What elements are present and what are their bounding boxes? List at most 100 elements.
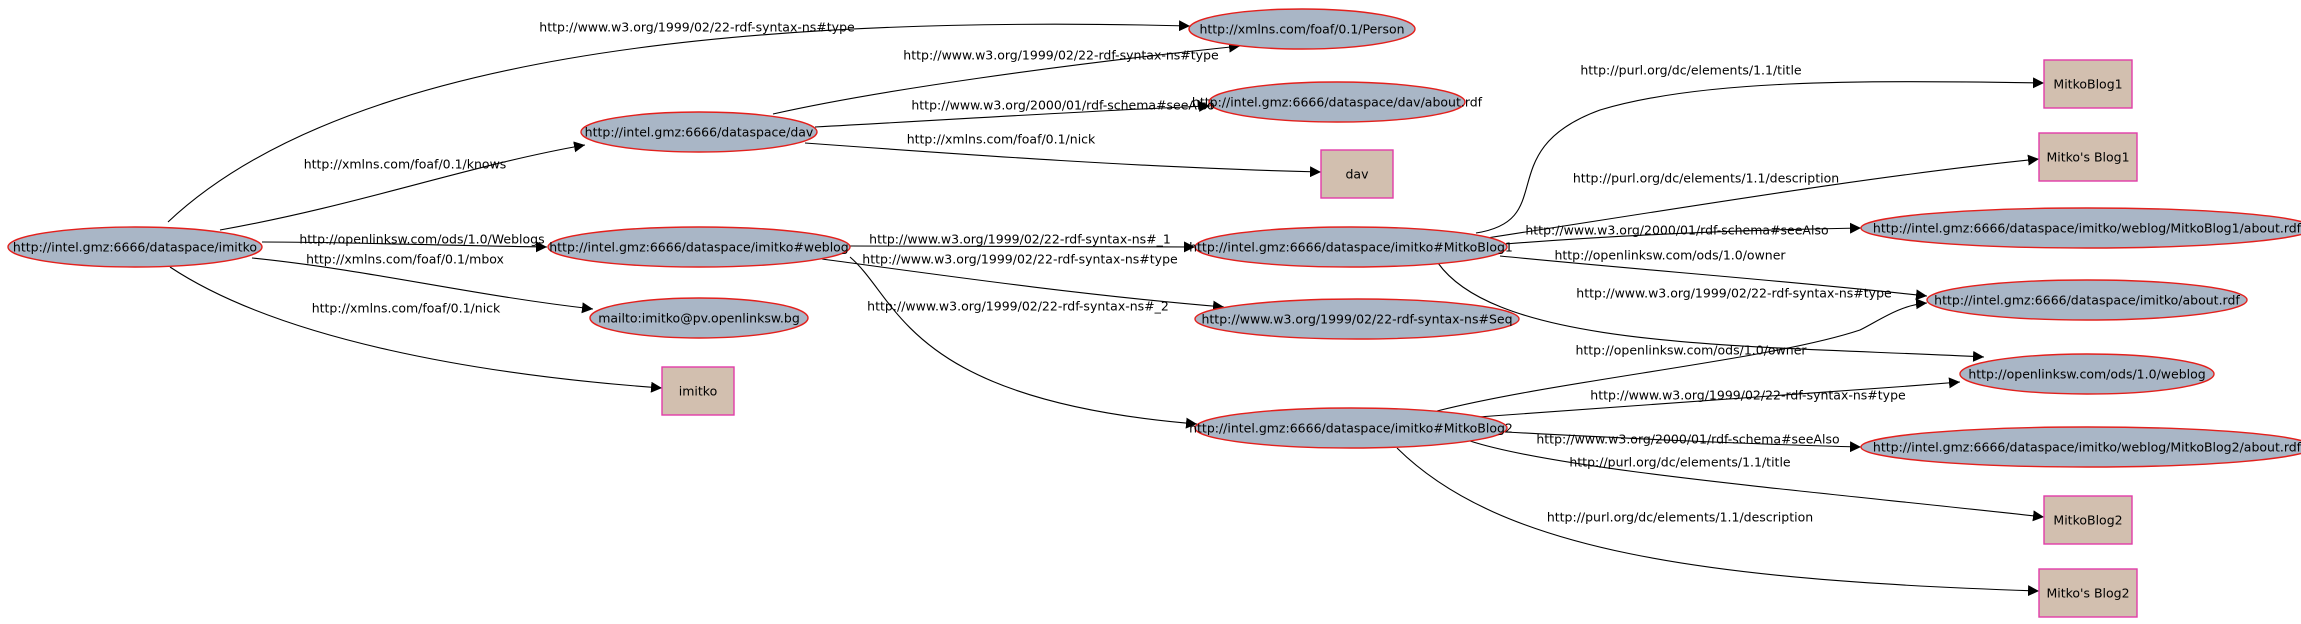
edge-label: http://xmlns.com/foaf/0.1/nick [312, 301, 501, 316]
edge-blog1-imitkoabout [1499, 255, 1928, 301]
edge-blog2-odsweblog [1477, 377, 1961, 418]
node-label: http://intel.gmz:6666/dataspace/dav/abou… [1192, 95, 1483, 110]
edge-label: http://openlinksw.com/ods/1.0/Weblogs [299, 232, 544, 247]
edge-imitko-imitkolit [169, 266, 663, 393]
node-imitkolit[interactable]: imitko [661, 366, 735, 416]
edge-weblog-seq [821, 258, 1225, 312]
edge-blog1-t1 [1475, 77, 2045, 234]
node-label: http://xmlns.com/foaf/0.1/Person [1199, 22, 1404, 37]
edge-label: http://www.w3.org/2000/01/rdf-schema#see… [1536, 432, 1839, 447]
resource-ellipse [1860, 426, 2301, 468]
edge-label: http://purl.org/dc/elements/1.1/title [1569, 455, 1791, 470]
node-label: MitkoBlog1 [2053, 77, 2122, 92]
node-label: mailto:imitko@pv.openlinksw.bg [598, 311, 800, 326]
node-label: http://intel.gmz:6666/dataspace/imitko#M… [1189, 240, 1513, 255]
node-t2[interactable]: MitkoBlog2 [2043, 495, 2133, 545]
edge-label: http://www.w3.org/1999/02/22-rdf-syntax-… [862, 252, 1178, 267]
edge-dav-person [772, 41, 1241, 115]
node-label: http://intel.gmz:6666/dataspace/dav [585, 125, 814, 140]
edge-label: http://www.w3.org/1999/02/22-rdf-syntax-… [539, 20, 855, 35]
resource-ellipse [1208, 81, 1466, 123]
node-t1[interactable]: MitkoBlog1 [2043, 59, 2133, 109]
edge-label: http://www.w3.org/1999/02/22-rdf-syntax-… [903, 48, 1219, 63]
resource-ellipse [1194, 407, 1508, 449]
resource-ellipse [1188, 8, 1416, 50]
edge-blog2-d2 [1396, 447, 2040, 597]
edge-blog1-odsweblog [1437, 262, 1985, 362]
edge-label: http://www.w3.org/1999/02/22-rdf-syntax-… [1590, 388, 1906, 403]
node-blog2[interactable]: http://intel.gmz:6666/dataspace/imitko#M… [1189, 407, 1513, 449]
literal-box [2043, 59, 2133, 109]
edge-dav-davabout [814, 100, 1211, 128]
node-imitkoabout[interactable]: http://intel.gmz:6666/dataspace/imitko/a… [1926, 279, 2248, 321]
edge-blog1-about1 [1504, 222, 1862, 245]
node-dav[interactable]: http://intel.gmz:6666/dataspace/dav [580, 111, 818, 153]
edge-label: http://www.w3.org/1999/02/22-rdf-syntax-… [867, 299, 1169, 314]
node-label: http://intel.gmz:6666/dataspace/imitko#w… [549, 240, 849, 255]
node-about2[interactable]: http://intel.gmz:6666/dataspace/imitko/w… [1860, 426, 2301, 468]
node-davlit[interactable]: dav [1320, 149, 1394, 199]
edge-imitko-mailto [251, 257, 594, 314]
node-weblog[interactable]: http://intel.gmz:6666/dataspace/imitko#w… [547, 226, 851, 268]
edge-dav-davlit [804, 142, 1322, 178]
resource-ellipse [1926, 279, 2248, 321]
node-label: http://intel.gmz:6666/dataspace/imitko/a… [1934, 293, 2240, 308]
edge-label: http://xmlns.com/foaf/0.1/mbox [306, 252, 504, 267]
node-about1[interactable]: http://intel.gmz:6666/dataspace/imitko/w… [1860, 207, 2301, 249]
node-davabout[interactable]: http://intel.gmz:6666/dataspace/dav/abou… [1192, 81, 1483, 123]
node-label: http://intel.gmz:6666/dataspace/imitko [13, 240, 257, 255]
edge-blog2-t2 [1469, 440, 2045, 522]
resource-ellipse [547, 226, 851, 268]
edge-weblog-blog1 [849, 241, 1196, 253]
node-label: http://intel.gmz:6666/dataspace/imitko/w… [1873, 440, 2301, 455]
nodes-layer: http://intel.gmz:6666/dataspace/imitko ht… [7, 8, 2301, 618]
node-label: http://www.w3.org/1999/02/22-rdf-syntax-… [1201, 312, 1512, 327]
edge-label: http://www.w3.org/1999/02/22-rdf-syntax-… [1576, 286, 1892, 301]
edge-label: http://openlinksw.com/ods/1.0/owner [1575, 343, 1807, 358]
resource-ellipse [580, 111, 818, 153]
node-seq[interactable]: http://www.w3.org/1999/02/22-rdf-syntax-… [1194, 298, 1520, 340]
node-label: http://intel.gmz:6666/dataspace/imitko/w… [1873, 221, 2301, 236]
edge-label: http://purl.org/dc/elements/1.1/title [1580, 63, 1802, 78]
edge-blog1-d1 [1486, 154, 2040, 239]
edge-label: http://purl.org/dc/elements/1.1/descript… [1573, 171, 1839, 186]
edge-imitko-person [167, 20, 1191, 223]
literal-box [661, 366, 735, 416]
edge-imitko-weblog [261, 241, 548, 253]
edge-imitko-dav [219, 141, 586, 231]
node-d1[interactable]: Mitko's Blog1 [2038, 132, 2138, 182]
resource-ellipse [1959, 353, 2215, 395]
edge-label: http://www.w3.org/1999/02/22-rdf-syntax-… [869, 232, 1171, 247]
resource-ellipse [589, 297, 809, 339]
edge-blog2-imitkoabout [1436, 298, 1928, 412]
edge-label: http://xmlns.com/foaf/0.1/nick [907, 132, 1096, 147]
edge-label: http://openlinksw.com/ods/1.0/owner [1554, 248, 1786, 263]
edge-label: http://www.w3.org/2000/01/rdf-schema#see… [1525, 223, 1828, 238]
node-odsweblog[interactable]: http://openlinksw.com/ods/1.0/weblog [1959, 353, 2215, 395]
node-label: dav [1346, 167, 1370, 182]
node-label: Mitko's Blog1 [2046, 150, 2129, 165]
edge-blog2-about2 [1504, 431, 1862, 453]
resource-ellipse [7, 226, 263, 268]
resource-ellipse [1194, 298, 1520, 340]
resource-ellipse [1194, 226, 1508, 268]
literal-box [2038, 568, 2138, 618]
edge-label: http://purl.org/dc/elements/1.1/descript… [1547, 510, 1813, 525]
node-mailto[interactable]: mailto:imitko@pv.openlinksw.bg [589, 297, 809, 339]
edge-weblog-blog2 [849, 256, 1198, 429]
node-label: http://openlinksw.com/ods/1.0/weblog [1968, 367, 2205, 382]
node-label: imitko [679, 384, 717, 399]
node-label: Mitko's Blog2 [2046, 586, 2129, 601]
node-person[interactable]: http://xmlns.com/foaf/0.1/Person [1188, 8, 1416, 50]
node-label: http://intel.gmz:6666/dataspace/imitko#M… [1189, 421, 1513, 436]
edge-label: http://www.w3.org/2000/01/rdf-schema#see… [911, 98, 1214, 113]
node-imitko[interactable]: http://intel.gmz:6666/dataspace/imitko [7, 226, 263, 268]
edges-layer [167, 20, 2045, 597]
literal-box [2043, 495, 2133, 545]
node-d2[interactable]: Mitko's Blog2 [2038, 568, 2138, 618]
literal-box [2038, 132, 2138, 182]
node-blog1[interactable]: http://intel.gmz:6666/dataspace/imitko#M… [1189, 226, 1513, 268]
edge-label: http://xmlns.com/foaf/0.1/knows [304, 157, 507, 172]
literal-box [1320, 149, 1394, 199]
